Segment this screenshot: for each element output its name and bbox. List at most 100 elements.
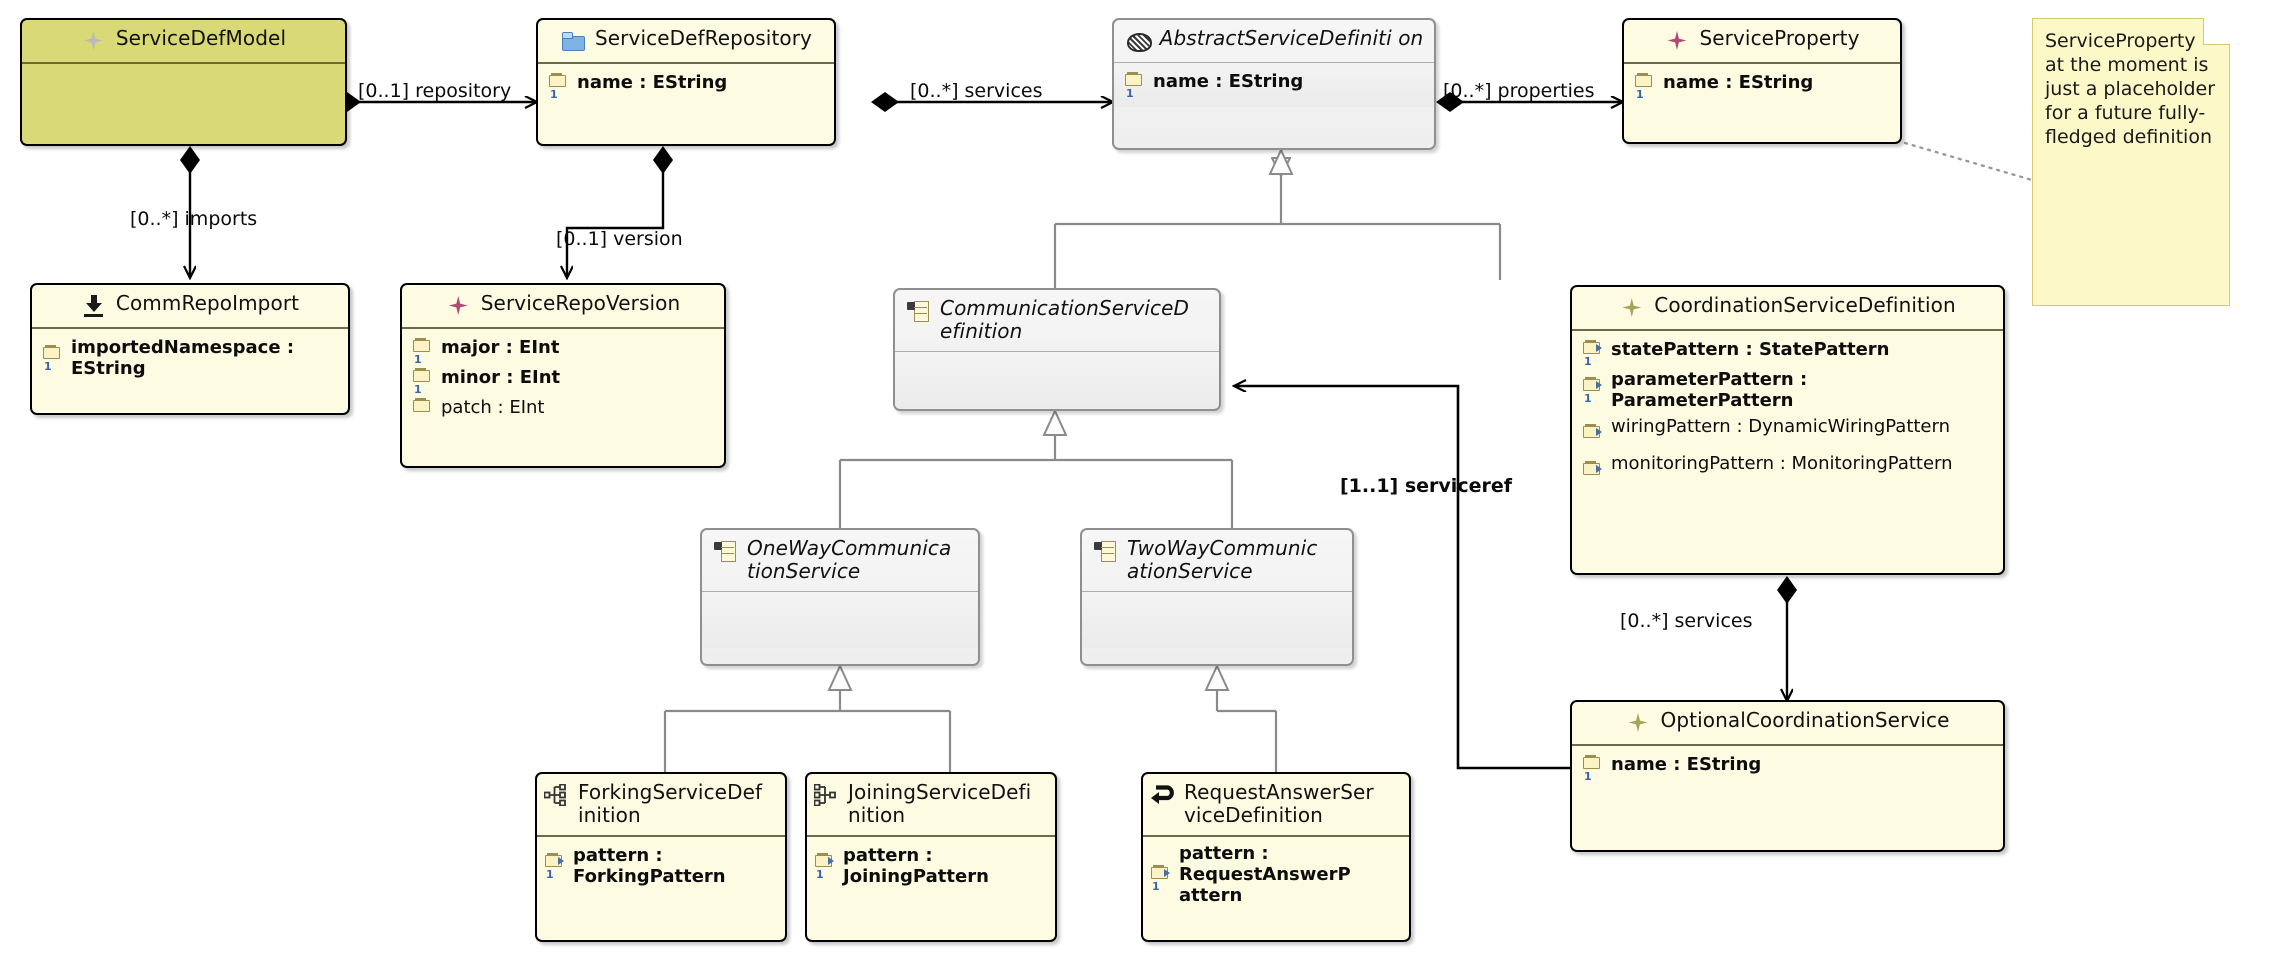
attribute-label: pattern : JoiningPattern: [843, 845, 989, 887]
edge-version: [567, 146, 673, 277]
reference-icon: 1: [543, 852, 565, 881]
reference-icon: [1581, 423, 1603, 448]
class-abstract-service-definition[interactable]: AbstractServiceDefiniti on 1 name : EStr…: [1112, 18, 1436, 150]
note-text: ServiceProperty at the moment is just a …: [2045, 30, 2216, 148]
attribute-row: 1 name : EString: [1123, 69, 1425, 100]
class-header: AbstractServiceDefiniti on: [1114, 20, 1434, 63]
class-coordination-service-definition[interactable]: CoordinationServiceDefinition 1 statePat…: [1570, 285, 2005, 575]
class-attributes: 1 major : EInt 1 minor : EInt patch : EI…: [402, 329, 724, 433]
class-forking-service-definition[interactable]: ForkingServiceDef inition 1 pattern : Fo…: [535, 772, 787, 942]
class-one-way-communication-service[interactable]: OneWayCommunica tionService: [700, 528, 980, 666]
class-header: OptionalCoordinationService: [1572, 702, 2003, 746]
reference-icon: 1: [1581, 339, 1603, 368]
attribute-label: monitoringPattern : MonitoringPattern: [1611, 453, 1953, 474]
class-name: CommunicationServiceD efinition: [940, 296, 1190, 343]
class-name: ServiceRepoVersion: [480, 291, 681, 315]
class-service-def-repository[interactable]: ServiceDefRepository 1 name : EString: [536, 18, 836, 146]
class-optional-coordination-service[interactable]: OptionalCoordinationService 1 name : ESt…: [1570, 700, 2005, 852]
class-attributes: 1 pattern : RequestAnswerP attern: [1143, 837, 1409, 917]
reference-icon: 1: [1581, 376, 1603, 405]
class-attributes: 1 name : EString: [1114, 63, 1434, 107]
class-name: ServiceDefRepository: [594, 26, 812, 50]
attribute-row: 1 pattern : JoiningPattern: [813, 843, 1049, 890]
class-header: ServiceProperty: [1624, 20, 1900, 64]
folder-icon: [560, 28, 586, 54]
attribute-label: patch : EInt: [441, 397, 545, 418]
note-fold-corner: [2203, 18, 2230, 45]
class-attributes: [895, 352, 1219, 408]
reference-icon: [1581, 460, 1603, 485]
class-attributes: 1 statePattern : StatePattern 1 paramete…: [1572, 331, 2003, 496]
class-two-way-communication-service[interactable]: TwoWayCommunic ationService: [1080, 528, 1354, 666]
class-header: ServiceDefRepository: [538, 20, 834, 64]
class-header: RequestAnswerSer viceDefinition: [1143, 774, 1409, 837]
edge-gen-abstract: [1053, 128, 1502, 292]
attribute-row: 1 name : EString: [547, 70, 825, 101]
class-service-property[interactable]: ServiceProperty 1 name : EString: [1622, 18, 1902, 144]
edge-label-services-repo: [0..*] services: [910, 80, 1043, 102]
class-header: CoordinationServiceDefinition: [1572, 287, 2003, 331]
class-attributes: [22, 64, 345, 78]
reference-icon: 1: [1149, 864, 1171, 893]
attribute-icon: 1: [411, 337, 433, 366]
attribute-row: 1 major : EInt: [411, 335, 715, 366]
attribute-row: 1 statePattern : StatePattern: [1581, 337, 1994, 368]
abstract-hatch-icon: [1125, 28, 1152, 54]
class-joining-service-definition[interactable]: JoiningServiceDefi nition 1 pattern : Jo…: [805, 772, 1057, 942]
attribute-label: importedNamespace : EString: [71, 337, 295, 379]
attribute-icon: 1: [1581, 754, 1603, 783]
joining-tree-icon: [813, 782, 839, 808]
class-attributes: [702, 592, 978, 648]
class-attributes: [1082, 592, 1352, 648]
attribute-row: monitoringPattern : MonitoringPattern: [1581, 451, 1994, 488]
class-header: JoiningServiceDefi nition: [807, 774, 1055, 837]
class-header: CommRepoImport: [32, 285, 348, 329]
attribute-label: name : EString: [1611, 754, 1762, 775]
class-request-answer-service-definition[interactable]: RequestAnswerSer viceDefinition 1 patter…: [1141, 772, 1411, 942]
star4-olive-icon: [1619, 295, 1645, 321]
reference-icon: 1: [813, 852, 835, 881]
attribute-label: parameterPattern : ParameterPattern: [1611, 369, 1808, 411]
attribute-icon: 1: [1123, 71, 1145, 100]
class-header: ForkingServiceDef inition: [537, 774, 785, 837]
class-attributes: 1 name : EString: [1572, 746, 2003, 790]
attribute-label: pattern : RequestAnswerP attern: [1179, 843, 1351, 906]
class-attributes: 1 name : EString: [538, 64, 834, 108]
class-name: JoiningServiceDefi nition: [848, 780, 1032, 827]
attribute-icon: 1: [411, 367, 433, 396]
class-name: ForkingServiceDef inition: [578, 780, 763, 827]
attribute-row: 1 parameterPattern : ParameterPattern: [1581, 367, 1994, 414]
class-comm-repo-import[interactable]: CommRepoImport 1 importedNamespace : ESt…: [30, 283, 350, 415]
class-name: CommRepoImport: [115, 291, 300, 315]
edge-label-version: [0..1] version: [556, 228, 683, 250]
star4-grey-icon: [81, 28, 107, 54]
class-service-repo-version[interactable]: ServiceRepoVersion 1 major : EInt 1 mino…: [400, 283, 726, 468]
table-icon: [1092, 538, 1118, 564]
edge-gen-comm: [838, 408, 1234, 528]
attribute-row: patch : EInt: [411, 395, 715, 425]
class-service-def-model[interactable]: ServiceDefModel: [20, 18, 347, 146]
star4-pink-icon: [446, 293, 472, 319]
class-header: ServiceDefModel: [22, 20, 345, 64]
attribute-row: 1 name : EString: [1633, 70, 1891, 101]
edge-label-repository: [0..1] repository: [358, 80, 512, 102]
edge-gen-oneway: [663, 663, 952, 772]
class-attributes: 1 importedNamespace : EString: [32, 329, 348, 390]
note-anchor-line: [1903, 141, 2034, 182]
class-name: OneWayCommunica tionService: [747, 536, 952, 583]
class-attributes: 1 name : EString: [1624, 64, 1900, 108]
class-communication-service-definition[interactable]: CommunicationServiceD efinition: [893, 288, 1221, 411]
attribute-label: name : EString: [1153, 71, 1304, 92]
loop-arrow-icon: [1149, 782, 1175, 808]
edge-label-properties: [0..*] properties: [1443, 80, 1595, 102]
class-name: AbstractServiceDefiniti on: [1159, 26, 1424, 50]
table-icon: [905, 298, 931, 324]
attribute-icon: 1: [547, 72, 569, 101]
attribute-row: 1 minor : EInt: [411, 365, 715, 396]
star4-olive-icon: [1626, 710, 1652, 736]
class-name: ServiceDefModel: [115, 26, 287, 50]
star4-pink-icon: [1664, 28, 1690, 54]
class-name: CoordinationServiceDefinition: [1654, 293, 1956, 317]
download-icon: [81, 293, 107, 319]
